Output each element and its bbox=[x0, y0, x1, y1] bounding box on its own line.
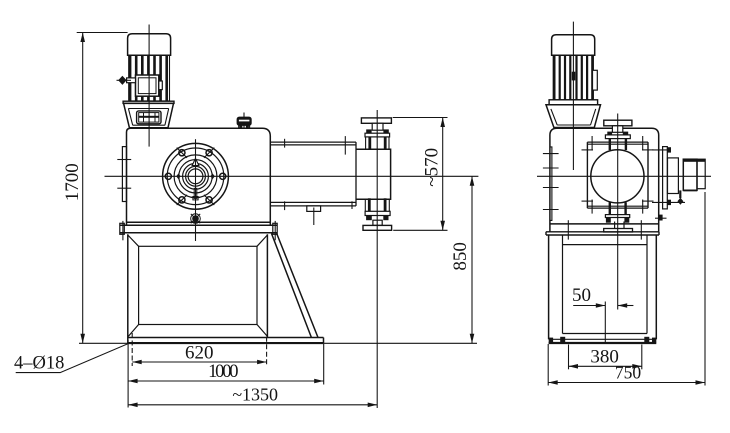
svg-text:620: 620 bbox=[185, 343, 214, 364]
svg-text:850: 850 bbox=[450, 242, 471, 271]
svg-text:380: 380 bbox=[590, 346, 619, 367]
svg-text:50: 50 bbox=[572, 285, 591, 306]
svg-text:750: 750 bbox=[615, 363, 642, 383]
svg-text:~1350: ~1350 bbox=[232, 385, 278, 405]
svg-text:4–Ø18: 4–Ø18 bbox=[14, 353, 64, 373]
svg-text:1000: 1000 bbox=[208, 362, 238, 382]
svg-text:~570: ~570 bbox=[421, 148, 442, 187]
svg-text:1700: 1700 bbox=[62, 163, 83, 201]
